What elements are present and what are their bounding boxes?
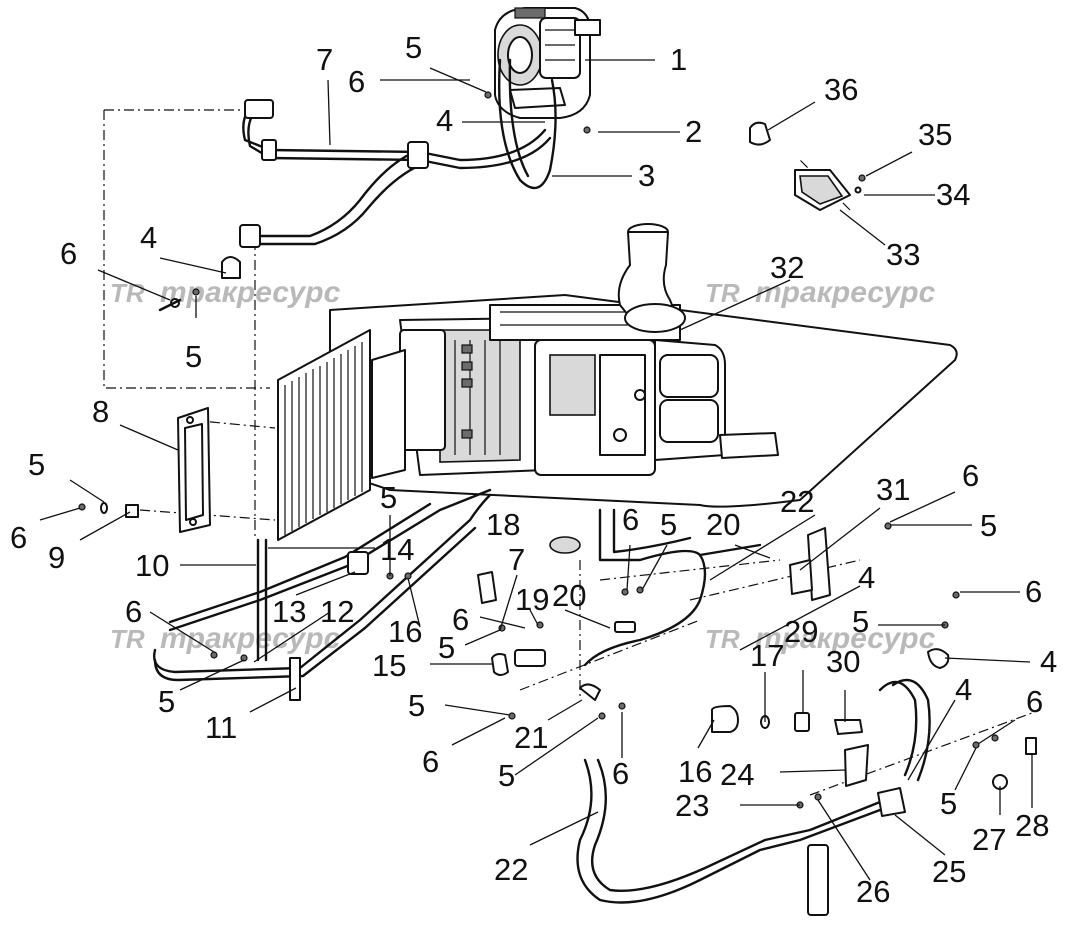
callout-7: 7 [508,542,525,577]
callout-25: 25 [932,854,966,889]
callout-17: 17 [750,638,784,673]
callout-20: 20 [552,578,586,613]
callout-10: 10 [135,548,169,583]
callout-5: 5 [185,339,202,374]
watermark-logo: TR [110,278,145,308]
refrigerant-line-upper [239,99,552,248]
callout-16: 16 [678,754,712,789]
watermark-text: тракресурс [755,622,936,655]
callout-32: 32 [770,250,804,285]
callout-19: 19 [515,582,549,617]
condenser [277,329,406,541]
callout-22: 22 [494,852,528,887]
callout-21: 21 [514,720,548,755]
callout-5: 5 [380,480,397,515]
callout-2: 2 [685,114,702,149]
callout-5: 5 [158,684,175,719]
callout-4: 4 [955,672,972,707]
callout-4: 4 [858,560,875,595]
callout-6: 6 [1026,684,1043,719]
watermark-logo: TR [705,278,740,308]
leader-lines [39,59,1033,881]
small-parts-center [477,536,636,720]
pipe-lines [153,488,492,701]
callout-28: 28 [1015,808,1049,843]
clamp-left [158,256,241,312]
callout-5: 5 [940,786,957,821]
watermark-text: тракресурс [755,276,936,309]
watermark: TR тракресурс TR тракресурс TR тракресур… [110,276,936,655]
callout-33: 33 [886,237,920,272]
callout-9: 9 [48,540,65,575]
callout-31: 31 [876,472,910,507]
callout-6: 6 [60,236,77,271]
callout-34: 34 [936,177,970,212]
callout-14: 14 [380,532,414,567]
intake-duct [617,223,686,333]
callout-5: 5 [852,604,869,639]
callout-5: 5 [660,507,677,542]
callout-6: 6 [10,520,27,555]
callout-6: 6 [962,458,979,493]
callout-6: 6 [622,502,639,537]
callout-23: 23 [675,788,709,823]
callout-18: 18 [486,507,520,542]
callout-12: 12 [320,594,354,629]
condenser-bracket [177,407,211,533]
callout-3: 3 [638,158,655,193]
fasteners-misc [210,91,999,809]
watermark-text: тракресурс [160,622,341,655]
callout-6: 6 [612,756,629,791]
heater-hoses [576,508,931,916]
callout-5: 5 [408,688,425,723]
callout-6: 6 [422,744,439,779]
callout-30: 30 [826,644,860,679]
callout-8: 8 [92,394,109,429]
callout-13: 13 [272,594,306,629]
callout-4: 4 [436,103,453,138]
hvac-unit [399,304,779,476]
callout-1: 1 [670,42,687,77]
callout-5: 5 [980,508,997,543]
watermark-text: тракресурс [160,276,341,309]
callout-6: 6 [125,594,142,629]
callout-15: 15 [372,648,406,683]
callout-4: 4 [140,220,157,255]
callout-5: 5 [28,447,45,482]
callout-35: 35 [918,117,952,152]
callout-11: 11 [205,710,237,745]
callout-6: 6 [452,602,469,637]
callout-26: 26 [856,874,890,909]
callout-29: 29 [784,614,818,649]
callout-5: 5 [438,630,455,665]
callout-36: 36 [824,72,858,107]
callout-6: 6 [348,64,365,99]
callout-6: 6 [1025,574,1042,609]
bracket-right [789,527,831,601]
callout-27: 27 [972,822,1006,857]
callout-16: 16 [388,614,422,649]
callout-24: 24 [720,757,754,792]
drive-belt [497,58,557,190]
callout-22: 22 [780,484,814,519]
callout-20: 20 [706,507,740,542]
fastener-left [78,502,139,518]
callout-5: 5 [405,30,422,65]
top-right-parts [749,121,866,211]
callout-7: 7 [316,42,333,77]
watermark-logo: TR [110,624,145,654]
compressor [494,7,601,119]
small-parts-right [711,648,1037,817]
callout-5: 5 [498,758,515,793]
callout-4: 4 [1040,644,1057,679]
callout-labels: 1 2 3 4 5 6 7 4 6 5 8 5 6 9 10 5 14 6 13… [10,30,1057,909]
watermark-logo: TR [705,624,740,654]
